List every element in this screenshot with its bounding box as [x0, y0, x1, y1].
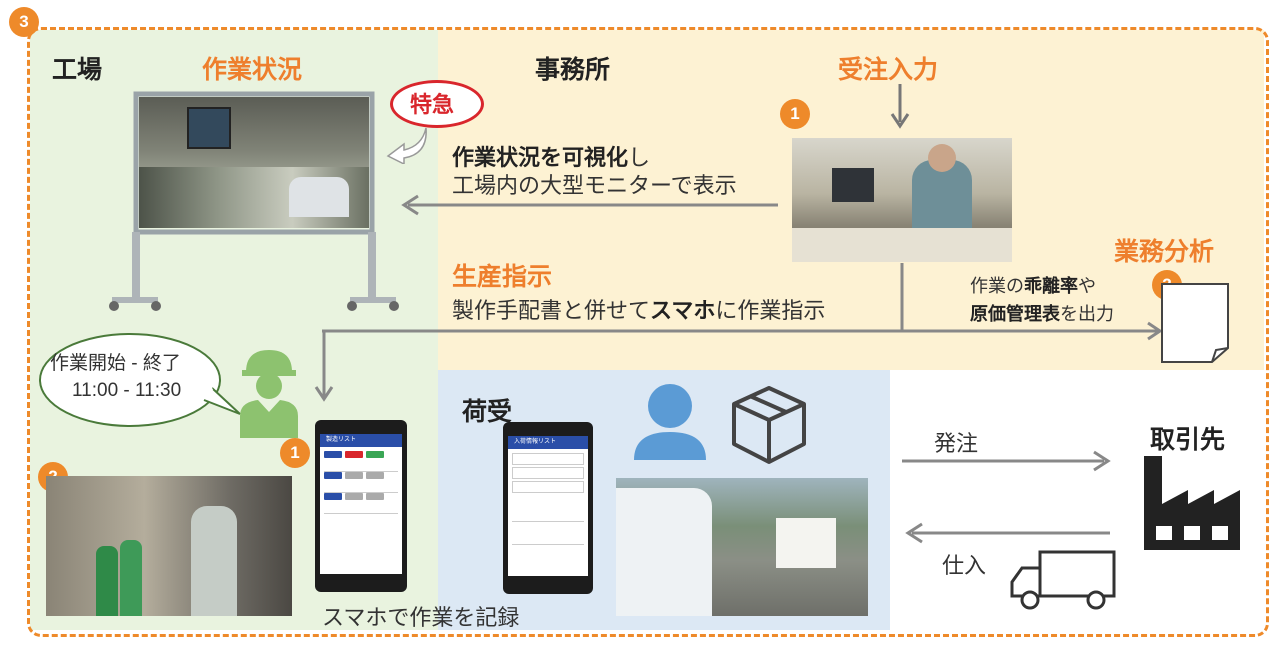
speech-bubble-icon: [39, 333, 241, 427]
visualize-bold: 作業状況を可視化: [452, 145, 629, 170]
analysis-title: 業務分析: [1114, 238, 1215, 266]
order-label: 発注: [934, 431, 979, 456]
work-status-title: 作業状況: [202, 56, 303, 84]
purchase-arrow: [905, 522, 1110, 544]
office-title: 事務所: [535, 56, 611, 84]
record-text: スマホで作業を記録: [322, 605, 520, 630]
factory-monitor-photo: [139, 97, 369, 228]
delivery-truck-photo: [616, 478, 868, 616]
production-post: に作業指示: [715, 298, 826, 323]
partner-title: 取引先: [1150, 426, 1226, 454]
to-monitor-arrow: [401, 194, 778, 216]
monitor-stand: [109, 91, 399, 311]
receiving-phone: 入荷情報リスト: [503, 422, 593, 594]
flow-connectors: [314, 263, 1163, 402]
office-photo: [792, 138, 1012, 262]
factory-worker-photo: [46, 476, 292, 616]
document-icon: [1161, 283, 1229, 363]
production-bold: スマホ: [650, 298, 716, 323]
outer-dashed-border: [27, 27, 1269, 637]
urgent-arrow-icon: [386, 127, 427, 164]
office-badge-1: 1: [780, 99, 810, 129]
factory-phone: 製造リスト: [315, 420, 407, 592]
order-input-title: 受注入力: [838, 56, 939, 84]
output-bold-1: 乖離率: [1024, 276, 1078, 296]
visualize-rest: し: [628, 145, 651, 170]
step-badge-3: 3: [9, 7, 39, 37]
package-icon: [732, 386, 806, 464]
factory-phone-header: 製造リスト: [320, 434, 402, 447]
output-mid: や: [1078, 276, 1096, 296]
truck-icon: [1010, 550, 1116, 610]
output-post: を出力: [1060, 304, 1114, 324]
output-line-1: 作業の乖離率や: [970, 272, 1096, 298]
monitor-display-text: 工場内の大型モニターで表示: [452, 173, 737, 198]
urgent-badge: [390, 80, 484, 128]
output-bold-2: 原価管理表: [970, 304, 1060, 324]
production-pre: 製作手配書と併せて: [452, 298, 651, 323]
output-line-2: 原価管理表を出力: [970, 300, 1114, 326]
production-title: 生産指示: [452, 263, 553, 291]
order-arrow: [902, 450, 1111, 472]
purchase-label: 仕入: [942, 553, 987, 578]
person-icon: [634, 384, 706, 460]
receiving-phone-header: 入荷情報リスト: [508, 436, 588, 449]
urgent-label: 特急: [410, 92, 455, 117]
receiving-title: 荷受: [462, 398, 513, 426]
factory-badge-1: 1: [280, 438, 310, 468]
factory-title: 工場: [52, 56, 103, 84]
order-input-arrow: [890, 84, 910, 129]
output-pre: 作業の: [970, 276, 1024, 296]
factory-building-icon: [1144, 456, 1240, 550]
bubble-line-1: 作業開始 - 終了: [50, 353, 181, 374]
production-line: 製作手配書と併せてスマホに作業指示: [452, 293, 825, 325]
visualize-line: 作業状況を可視化し: [452, 140, 650, 172]
bubble-line-2: 11:00 - 11:30: [72, 380, 182, 401]
worker-icon: [240, 350, 298, 438]
